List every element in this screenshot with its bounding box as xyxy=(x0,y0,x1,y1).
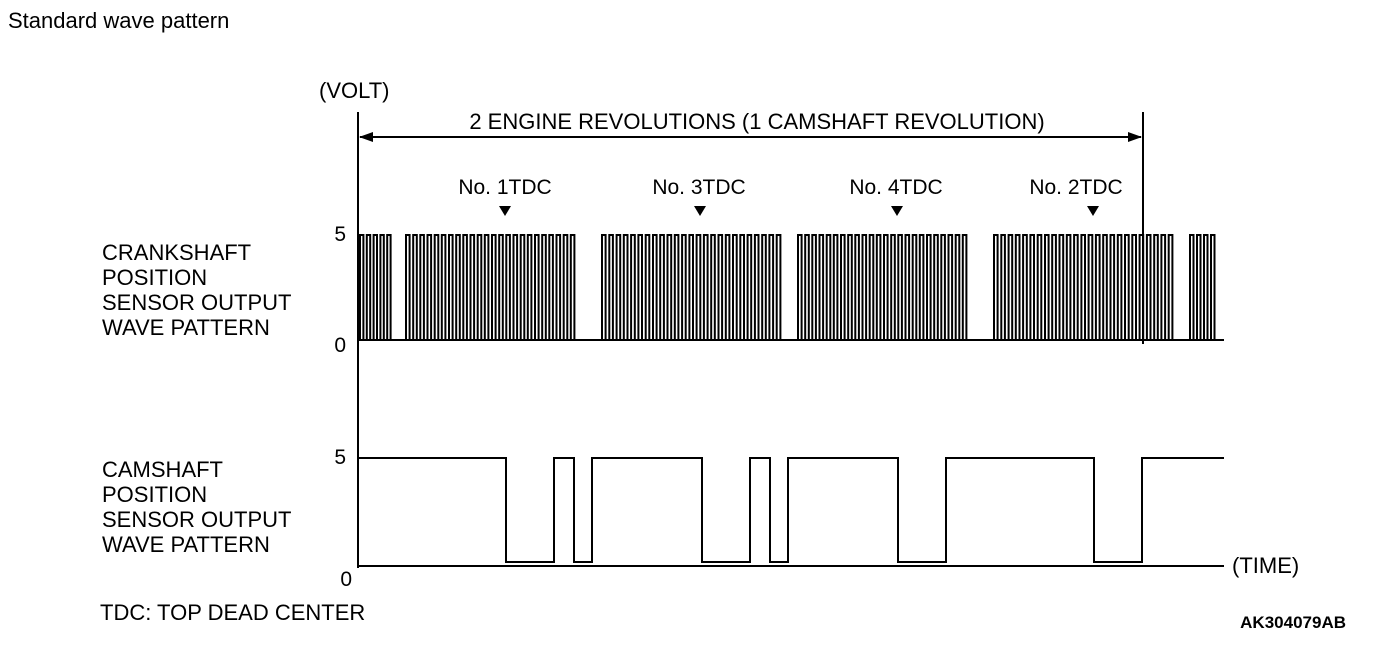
crank-tick-low: 0 xyxy=(334,334,346,357)
tdc-marker-1: No. 1TDC xyxy=(458,176,552,216)
tdc-pointer-icon xyxy=(1087,206,1099,216)
tdc-marker-3: No. 3TDC xyxy=(652,176,746,216)
tdc-marker-2: No. 2TDC xyxy=(1029,176,1123,216)
tdc-label: No. 4TDC xyxy=(849,176,942,199)
tdc-pointer-icon xyxy=(891,206,903,216)
crank-label: CRANKSHAFT POSITION SENSOR OUTPUT WAVE P… xyxy=(102,240,291,340)
crank-label-line: POSITION xyxy=(102,265,207,290)
crank-label-line: SENSOR OUTPUT xyxy=(102,290,291,315)
crank-tick-high: 5 xyxy=(334,223,346,246)
span-left-arrow-icon xyxy=(359,132,373,142)
cam-tick-high: 5 xyxy=(334,446,346,469)
cam-label-line: POSITION xyxy=(102,482,207,507)
crank-label-line: WAVE PATTERN xyxy=(102,315,270,340)
tdc-markers: No. 1TDC No. 3TDC No. 4TDC No. 2TDC xyxy=(458,176,1123,216)
tdc-pointer-icon xyxy=(499,206,511,216)
tdc-legend-note: TDC: TOP DEAD CENTER xyxy=(100,600,365,625)
tdc-label: No. 1TDC xyxy=(458,176,551,199)
tdc-label: No. 2TDC xyxy=(1029,176,1122,199)
cam-label: CAMSHAFT POSITION SENSOR OUTPUT WAVE PAT… xyxy=(102,457,291,557)
span-right-arrow-icon xyxy=(1128,132,1142,142)
span-dimension: 2 ENGINE REVOLUTIONS (1 CAMSHAFT REVOLUT… xyxy=(359,109,1144,344)
figure-code: AK304079AB xyxy=(1240,613,1346,632)
x-axis-unit: (TIME) xyxy=(1232,553,1299,578)
crank-label-line: CRANKSHAFT xyxy=(102,240,251,265)
page-title: Standard wave pattern xyxy=(8,8,229,33)
span-label: 2 ENGINE REVOLUTIONS (1 CAMSHAFT REVOLUT… xyxy=(469,109,1044,134)
tdc-pointer-icon xyxy=(694,206,706,216)
cam-wave xyxy=(358,457,1224,563)
crank-wave xyxy=(358,234,1224,341)
cam-tick-low: 0 xyxy=(340,568,352,591)
tdc-label: No. 3TDC xyxy=(652,176,745,199)
y-axis-unit: (VOLT) xyxy=(319,78,389,103)
cam-label-line: WAVE PATTERN xyxy=(102,532,270,557)
cam-label-line: SENSOR OUTPUT xyxy=(102,507,291,532)
tdc-marker-4: No. 4TDC xyxy=(849,176,943,216)
cam-label-line: CAMSHAFT xyxy=(102,457,223,482)
